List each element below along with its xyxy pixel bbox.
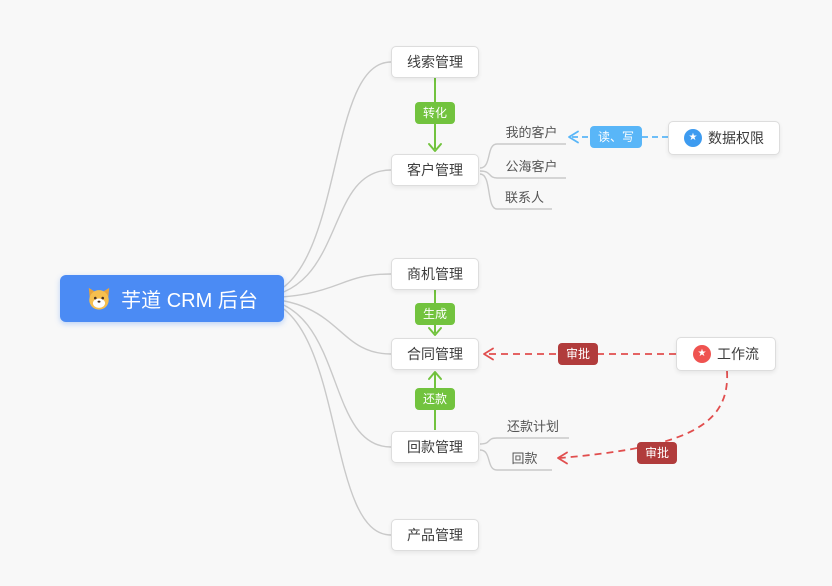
- badge-convert: 转化: [414, 102, 456, 124]
- badge-approve-contract: 审批: [557, 343, 599, 365]
- badge-read-write: 读、写: [589, 126, 643, 148]
- edge-receivables-repayment-plan: [479, 437, 569, 445]
- star-icon: ★: [684, 129, 702, 147]
- arrowhead-left-my-customers: [568, 130, 579, 144]
- node-data-permission-label: 数据权限: [708, 130, 764, 146]
- node-leads-label: 线索管理: [407, 54, 463, 70]
- root-node[interactable]: 芋道 CRM 后台: [60, 275, 284, 322]
- badge-repay: 还款: [414, 388, 456, 410]
- node-workflow-label: 工作流: [717, 346, 759, 362]
- arrowhead-up-contracts: [428, 371, 442, 380]
- node-customers[interactable]: 客户管理: [391, 154, 479, 186]
- subnode-contacts[interactable]: 联系人: [504, 190, 544, 205]
- node-workflow[interactable]: ★ 工作流: [676, 337, 776, 371]
- edge-workflow-to-receivable: [559, 370, 728, 459]
- node-receivables-label: 回款管理: [407, 439, 463, 455]
- root-label: 芋道 CRM 后台: [121, 290, 258, 312]
- subnode-receivable[interactable]: 回款: [511, 451, 538, 466]
- subnode-public-customers[interactable]: 公海客户: [505, 159, 558, 174]
- node-opportunities[interactable]: 商机管理: [391, 258, 479, 290]
- star-icon: ★: [693, 345, 711, 363]
- badge-generate: 生成: [414, 303, 456, 325]
- edge-customers-contacts: [479, 173, 552, 210]
- node-opportunities-label: 商机管理: [407, 266, 463, 282]
- subnode-my-customers[interactable]: 我的客户: [505, 125, 558, 140]
- node-customers-label: 客户管理: [407, 162, 463, 178]
- node-leads[interactable]: 线索管理: [391, 46, 479, 78]
- edge-root-products: [251, 297, 392, 536]
- arrowhead-left-receivable: [557, 451, 568, 465]
- edge-root-leads: [251, 61, 392, 299]
- edge-customers-my-customers: [479, 143, 566, 169]
- subnode-repayment-plan[interactable]: 还款计划: [506, 419, 559, 434]
- node-products-label: 产品管理: [407, 527, 463, 543]
- edge-receivables-receivable: [479, 449, 552, 471]
- arrowhead-down-customers: [428, 143, 442, 152]
- node-data-permission[interactable]: ★ 数据权限: [668, 121, 780, 155]
- badge-approve-receivable: 审批: [636, 442, 678, 464]
- edge-customers-public-customers: [479, 170, 566, 179]
- node-contracts-label: 合同管理: [407, 346, 463, 362]
- arrowhead-left-contracts: [483, 347, 494, 361]
- shiba-dog-icon: [86, 286, 112, 312]
- node-products[interactable]: 产品管理: [391, 519, 479, 551]
- node-receivables[interactable]: 回款管理: [391, 431, 479, 463]
- arrowhead-down-contracts: [428, 327, 442, 336]
- node-contracts[interactable]: 合同管理: [391, 338, 479, 370]
